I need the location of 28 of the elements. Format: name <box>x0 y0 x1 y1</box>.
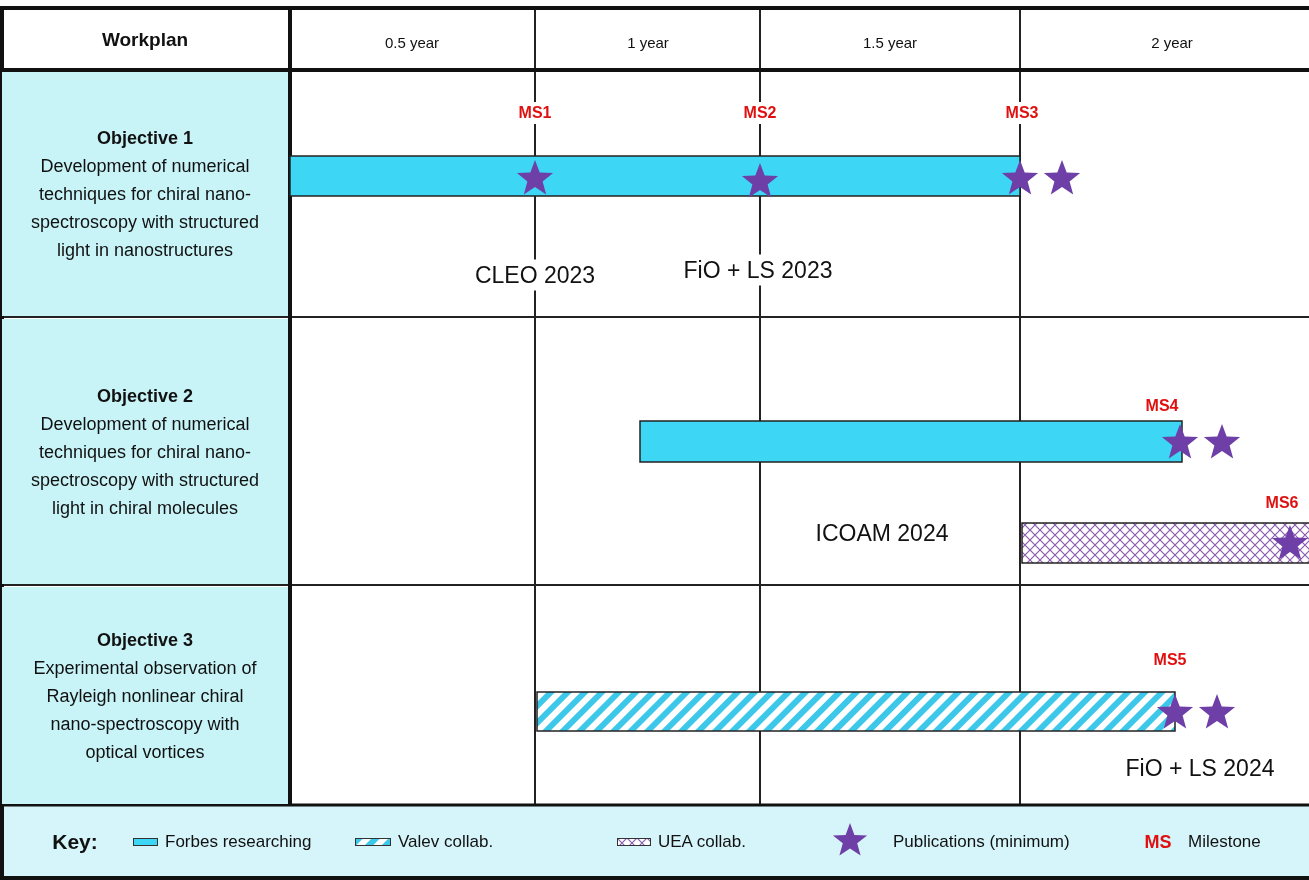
timeline-bar <box>639 420 1183 463</box>
column-header: 2 year <box>1151 33 1193 51</box>
objective-description: Development of numerical techniques for chiral nano-spectroscopy with structured light in nanostructures <box>29 155 261 262</box>
timeline-bar <box>289 155 1021 197</box>
key-heading: Key: <box>52 830 98 854</box>
objective-description: Experimental observation of Rayleigh nonlinear chiral nano-spectroscopy with optical vortices <box>32 656 258 764</box>
legend-text: Publications (minimum) <box>893 832 1070 852</box>
hatched-timeline-bar <box>1021 522 1309 564</box>
column-header: 0.5 year <box>384 33 440 51</box>
milestone-label: MS6 <box>1265 494 1299 512</box>
column-header: 1.5 year <box>862 33 918 51</box>
milestone-key-sample: MS <box>1144 831 1172 853</box>
legend-text: Valev collab. <box>398 832 494 852</box>
legend-text: Milestone <box>1188 832 1261 852</box>
objective-heading: Objective 2 <box>96 384 193 408</box>
milestone-label: MS5 <box>1153 651 1187 669</box>
legend-text: Forbes researching <box>165 832 312 852</box>
milestone-label: MS4 <box>1145 397 1179 415</box>
legend-text: UEA collab. <box>658 832 746 852</box>
column-header: Workplan <box>101 29 189 51</box>
objective-cell <box>2 587 288 804</box>
objective-description: Development of numerical techniques for chiral nano-spectroscopy with structured light in chiral molecules <box>29 412 261 520</box>
objective-cell <box>2 319 288 584</box>
objective-heading: Objective 1 <box>96 127 193 150</box>
column-header: 1 year <box>627 33 669 51</box>
hatched-timeline-bar <box>536 691 1176 732</box>
objective-heading: Objective 3 <box>96 628 193 652</box>
objective-cell <box>2 72 288 316</box>
